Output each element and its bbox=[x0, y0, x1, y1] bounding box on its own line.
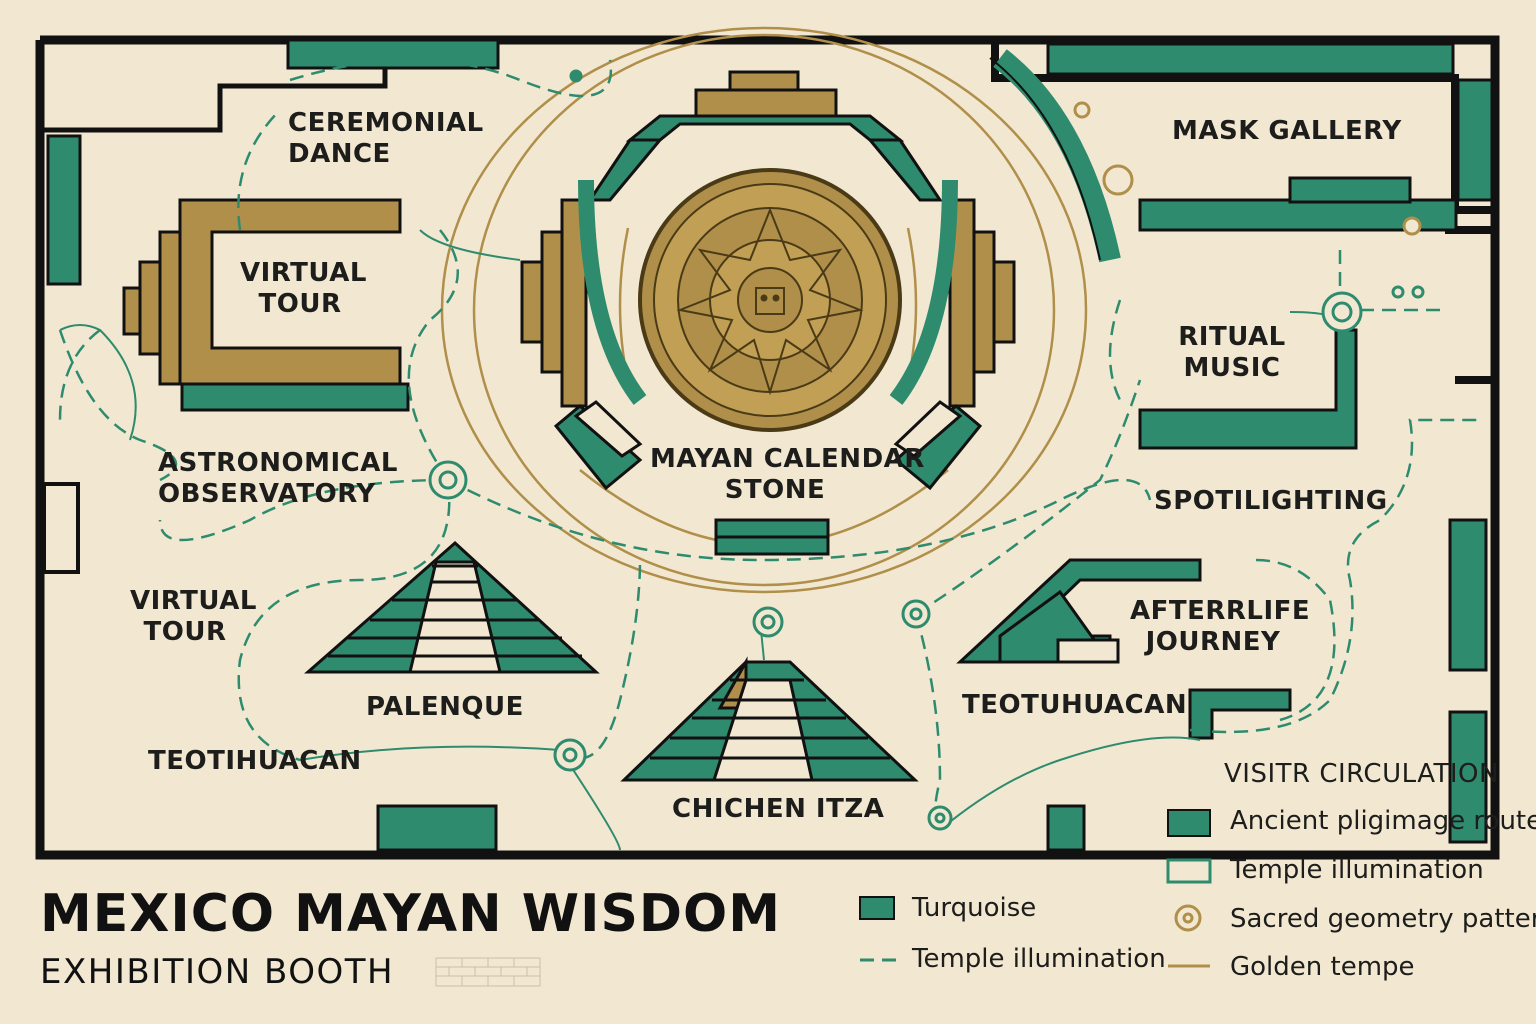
brick-pattern-icon bbox=[435, 957, 541, 987]
ritual-music-room bbox=[1138, 328, 1358, 450]
pyramid-chichen-itza bbox=[620, 656, 919, 782]
circle-node-icon bbox=[428, 69, 1425, 831]
legend-temple-illumination-right-label: Temple illumination bbox=[1230, 855, 1484, 885]
label-mask-gallery: MASK GALLERY bbox=[1172, 116, 1402, 146]
legend-ancient-route-label: Ancient pligimage route bbox=[1230, 806, 1536, 836]
virtual-tour-room bbox=[122, 198, 410, 412]
label-teotuhuacan-right: TEOTUHUACAN bbox=[962, 690, 1188, 720]
central-temple bbox=[520, 70, 1016, 556]
legend-heading: VISITR CIRCULATION bbox=[1224, 759, 1499, 789]
label-palenque: PALENQUE bbox=[366, 692, 524, 722]
pyramid-palenque bbox=[304, 540, 600, 674]
gold-dots bbox=[1073, 101, 1422, 236]
outer-walls bbox=[35, 35, 1500, 860]
label-astronomical-observatory: ASTRONOMICAL OBSERVATORY bbox=[158, 448, 398, 509]
legend-turquoise-label: Turquoise bbox=[912, 893, 1037, 923]
label-virtual-tour-top: VIRTUAL TOUR bbox=[240, 258, 367, 319]
page-subtitle: EXHIBITION BOOTH bbox=[40, 952, 395, 992]
wall-door-left bbox=[42, 482, 80, 574]
legend-swatch-ancient-route bbox=[1167, 809, 1211, 837]
legend-golden-temple-label: Golden tempe bbox=[1230, 952, 1415, 982]
label-spotlighting: SPOTILIGHTING bbox=[1154, 486, 1388, 516]
label-afterlife-journey: AFTERRLIFE JOURNEY bbox=[1130, 596, 1311, 657]
label-ritual-music: RITUAL MUSIC bbox=[1178, 322, 1286, 383]
legend-temple-illumination-label: Temple illumination bbox=[912, 944, 1166, 974]
label-chichen-itza: CHICHEN ITZA bbox=[672, 794, 885, 824]
afterlife-room bbox=[956, 558, 1202, 664]
wall-corner-top-left bbox=[44, 44, 388, 133]
turquoise-wall-panels bbox=[46, 38, 1494, 852]
label-ceremonial-dance: CEREMONIAL DANCE bbox=[288, 108, 484, 169]
label-teotihuacan-left: TEOTIHUACAN bbox=[148, 746, 362, 776]
aztec-calendar-icon bbox=[638, 168, 902, 432]
curved-wall bbox=[993, 49, 1121, 263]
legend-swatch-turquoise bbox=[859, 896, 895, 920]
legend-sacred-geometry-icon bbox=[1174, 904, 1202, 932]
label-mayan-calendar-stone: MAYAN CALENDAR STONE bbox=[650, 444, 925, 505]
page-title: MEXICO MAYAN WISDOM bbox=[40, 884, 782, 944]
legend-sacred-geometry-label: Sacred geometry patterns bbox=[1230, 904, 1536, 934]
label-virtual-tour-left: VIRTUAL TOUR bbox=[130, 586, 257, 647]
legend-swatch-temple-illumination bbox=[1166, 858, 1212, 884]
